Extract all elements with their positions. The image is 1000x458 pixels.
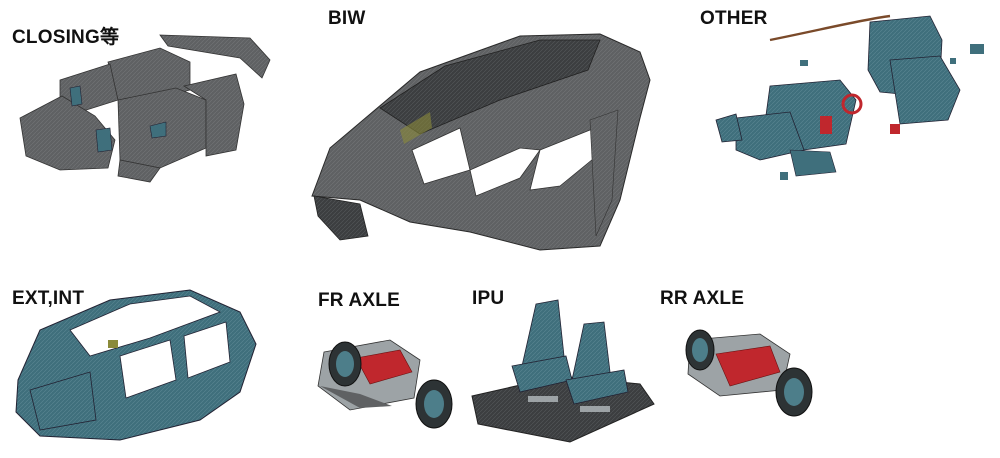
label-fr-axle: FR AXLE	[318, 290, 400, 311]
label-closing: CLOSING等	[12, 27, 120, 48]
label-biw: BIW	[328, 8, 366, 29]
label-other: OTHER	[700, 8, 768, 29]
fr-axle-art	[317, 339, 453, 429]
biw-body-art	[311, 33, 651, 251]
rr-axle-art	[685, 329, 813, 417]
label-rr-axle: RR AXLE	[660, 288, 745, 309]
ipu-art	[471, 299, 655, 443]
label-ipu: IPU	[472, 288, 505, 309]
ext-int-parts-art	[15, 289, 257, 441]
label-ext-int: EXT,INT	[12, 288, 85, 309]
other-parts-art	[715, 14, 984, 180]
closing-panels-art	[19, 34, 271, 183]
